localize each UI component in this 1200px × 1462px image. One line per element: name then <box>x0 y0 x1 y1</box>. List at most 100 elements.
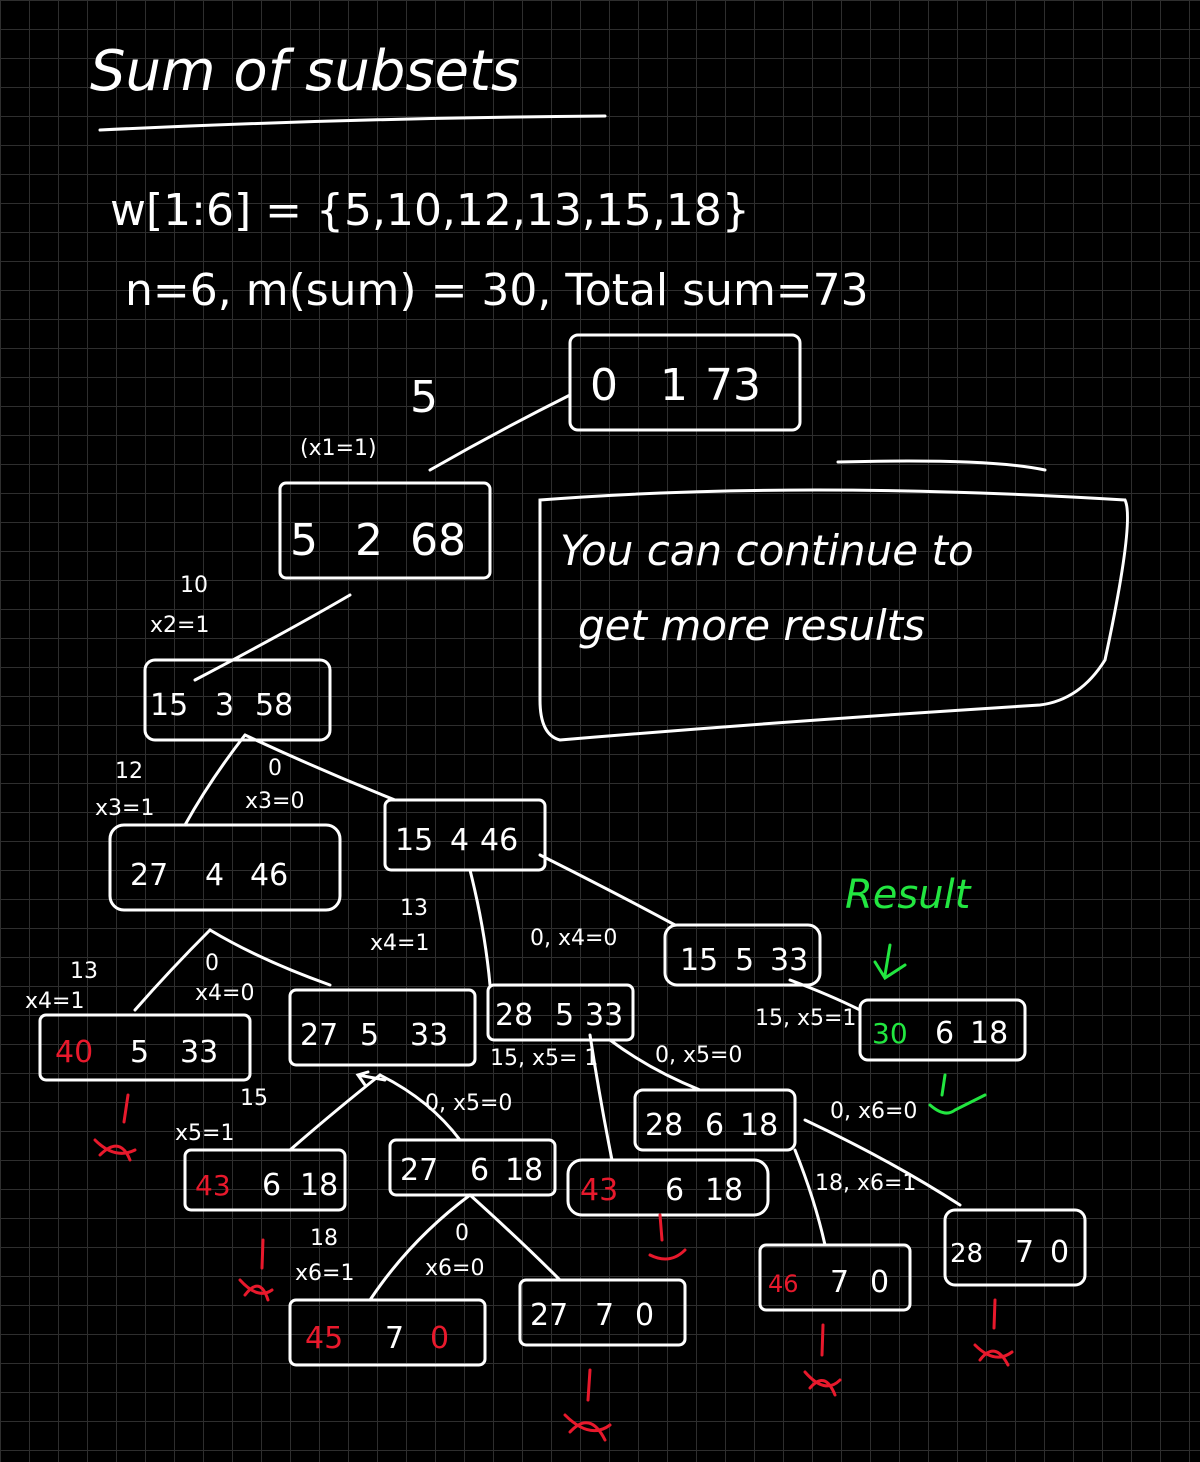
svg-text:73: 73 <box>705 360 761 411</box>
node-n6d: 28 6 18 <box>633 1088 797 1152</box>
svg-text:33: 33 <box>585 998 623 1033</box>
edge-root-n2 <box>428 393 572 472</box>
node-n4b: 15 4 46 <box>383 798 547 872</box>
svg-text:3: 3 <box>215 688 234 723</box>
tree-nodes: 0 1 73 5 2 68 15 3 58 27 4 46 15 4 <box>38 333 1087 1367</box>
svg-text:4: 4 <box>450 823 469 858</box>
params-line: n=6, m(sum) = 30, Total sum=73 <box>125 265 869 316</box>
edge-labels: 5 (x1=1) 10 x2=1 12 x3=1 0 x3=0 13 x4=1 … <box>25 372 917 1286</box>
svg-text:18: 18 <box>970 1016 1008 1051</box>
pruned-mark <box>648 1213 687 1261</box>
svg-text:5: 5 <box>290 515 318 566</box>
edge-label: 0, x4=0 <box>530 926 617 951</box>
svg-text:43: 43 <box>195 1169 231 1202</box>
svg-text:0: 0 <box>1050 1235 1069 1270</box>
svg-text:15: 15 <box>150 688 188 723</box>
title-underline <box>98 114 607 132</box>
node-n6e-result: 30 6 18 <box>858 998 1027 1062</box>
node-n6a: 43 6 18 <box>183 1148 347 1212</box>
node-n7c: 46 7 0 <box>758 1243 912 1312</box>
svg-text:45: 45 <box>305 1321 343 1356</box>
edge-n3-n4b <box>243 733 397 802</box>
pruned-mark <box>93 1093 137 1162</box>
pruned-markers <box>93 1093 1014 1442</box>
edge-n4b-n5d <box>538 853 677 927</box>
svg-text:18: 18 <box>740 1108 778 1143</box>
svg-text:58: 58 <box>255 688 293 723</box>
edge-n4a-n5b <box>208 928 332 987</box>
note-line-2: get more results <box>578 601 925 650</box>
edge-n4b-n5c <box>468 868 492 987</box>
svg-text:7: 7 <box>385 1321 404 1356</box>
node-n6b: 27 6 18 <box>388 1138 557 1197</box>
edge-label: 13 <box>400 896 428 921</box>
svg-text:43: 43 <box>580 1173 618 1208</box>
svg-text:15: 15 <box>395 823 433 858</box>
node-n7d: 28 7 0 <box>943 1208 1087 1287</box>
svg-text:18: 18 <box>705 1173 743 1208</box>
node-n4a: 27 4 46 <box>108 823 342 912</box>
svg-text:46: 46 <box>768 1270 799 1298</box>
edge-label: x4=1 <box>370 931 429 956</box>
result-label: Result <box>845 872 972 918</box>
svg-text:46: 46 <box>250 858 288 893</box>
svg-text:28: 28 <box>495 998 533 1033</box>
svg-text:27: 27 <box>300 1018 338 1053</box>
edge-label: 18, x6=1 <box>815 1171 916 1196</box>
svg-text:30: 30 <box>872 1017 908 1050</box>
pruned-mark <box>563 1368 612 1442</box>
node-n6c: 43 6 18 <box>566 1158 770 1217</box>
edge-label: 12 <box>115 759 143 784</box>
svg-text:27: 27 <box>130 858 168 893</box>
tree-edges <box>133 393 962 1302</box>
pruned-mark <box>238 1238 274 1302</box>
svg-text:6: 6 <box>262 1168 281 1203</box>
svg-text:5: 5 <box>735 943 754 978</box>
edge-n5c-n6d <box>608 1038 702 1092</box>
result-arrow <box>873 943 907 981</box>
edge-label: 0, x6=0 <box>830 1099 917 1124</box>
edge-label: 15 <box>240 1086 268 1111</box>
svg-text:6: 6 <box>935 1016 954 1051</box>
note-stroke <box>836 459 1047 472</box>
arrow-icon <box>355 1070 387 1087</box>
node-root: 0 1 73 <box>568 333 802 432</box>
svg-text:0: 0 <box>870 1265 889 1300</box>
svg-text:0: 0 <box>590 360 618 411</box>
node-n5b: 27 5 33 <box>288 988 477 1067</box>
edge-label: 0, x5=0 <box>425 1091 512 1116</box>
svg-text:0: 0 <box>635 1298 654 1333</box>
edge-label: x3=0 <box>245 789 304 814</box>
svg-text:33: 33 <box>410 1018 448 1053</box>
edge-label: x4=1 <box>25 989 84 1014</box>
svg-text:6: 6 <box>665 1173 684 1208</box>
node-n2: 5 2 68 <box>278 481 492 580</box>
edge-label: 0 <box>455 1221 469 1246</box>
svg-text:5: 5 <box>555 998 574 1033</box>
edge-n6b-n7a <box>368 1193 472 1302</box>
page-title: Sum of subsets <box>90 39 520 104</box>
edge-label: x2=1 <box>150 613 209 638</box>
note-line-1: You can continue to <box>560 526 974 575</box>
svg-text:18: 18 <box>300 1168 338 1203</box>
svg-text:27: 27 <box>400 1153 438 1188</box>
edge-n6b-n7b <box>468 1193 562 1282</box>
edge-label: 13 <box>70 959 98 984</box>
svg-text:68: 68 <box>410 515 466 566</box>
svg-text:7: 7 <box>830 1265 849 1300</box>
edge-label: (x1=1) <box>300 436 377 461</box>
svg-text:27: 27 <box>530 1298 568 1333</box>
svg-text:7: 7 <box>1015 1235 1034 1270</box>
svg-text:4: 4 <box>205 858 224 893</box>
edge-label: 0 <box>205 951 219 976</box>
edge-n5b-n6b <box>378 1073 462 1142</box>
svg-text:5: 5 <box>130 1035 149 1070</box>
svg-text:5: 5 <box>360 1018 379 1053</box>
svg-text:46: 46 <box>480 823 518 858</box>
svg-text:28: 28 <box>645 1108 683 1143</box>
node-n5a: 40 5 33 <box>38 1013 252 1082</box>
edge-n5b-n6a <box>288 1073 382 1152</box>
svg-text:0: 0 <box>430 1321 449 1356</box>
